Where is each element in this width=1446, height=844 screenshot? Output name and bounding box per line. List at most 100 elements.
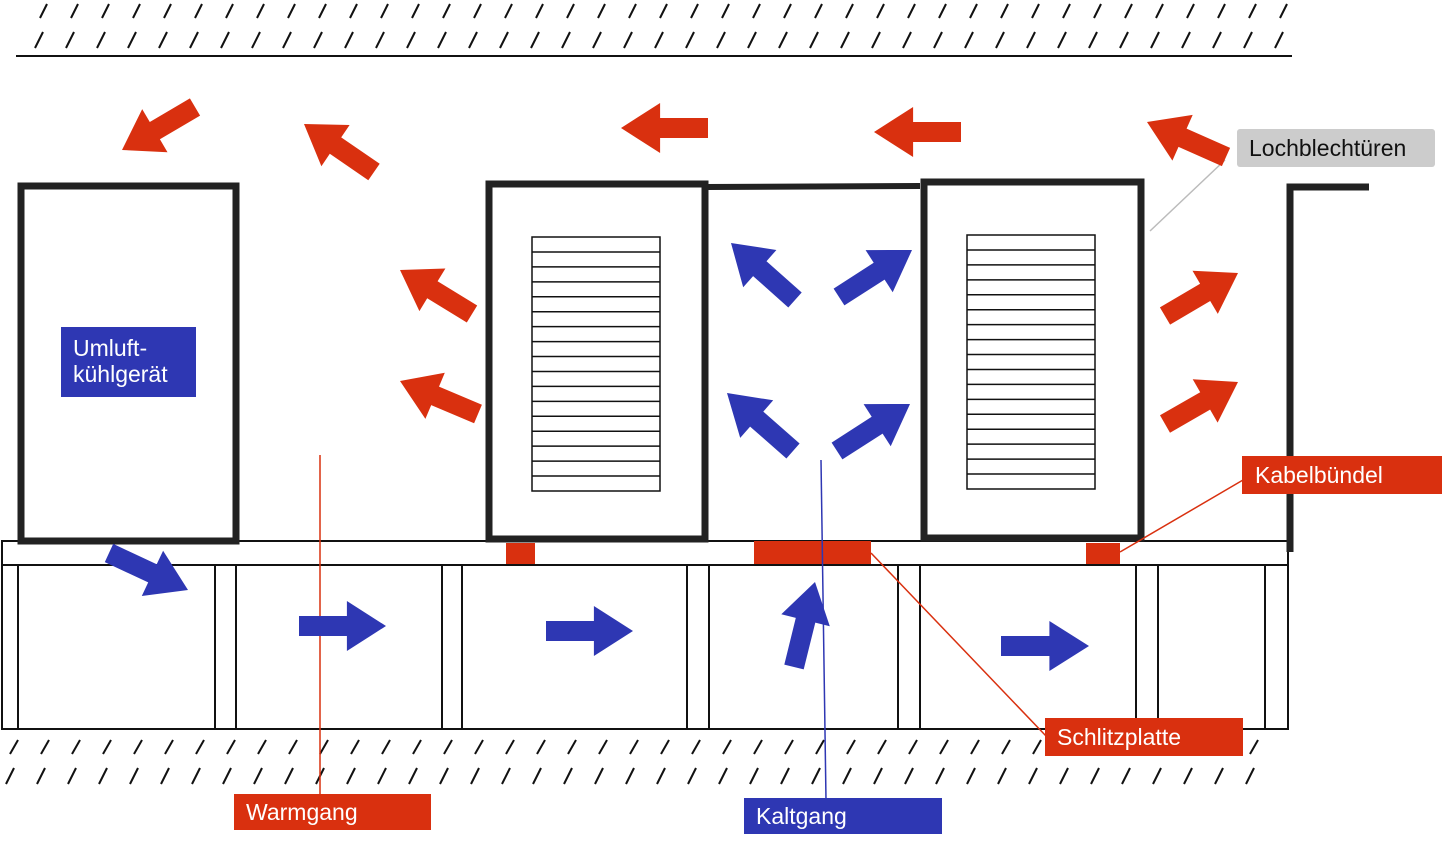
hatch-mark — [970, 739, 980, 755]
label-perforated-doors: Lochblechtüren — [1237, 129, 1435, 167]
hatch-mark — [532, 767, 542, 785]
hatch-mark — [1057, 31, 1067, 49]
cable-bundle-left — [506, 543, 535, 564]
hatch-mark — [40, 739, 50, 755]
hatch-mark — [71, 739, 81, 755]
hatch-mark — [437, 31, 447, 49]
hatch-mark — [5, 767, 15, 785]
hatch-mark — [67, 767, 77, 785]
hatch-mark — [313, 31, 323, 49]
warm-air-arrow — [400, 372, 482, 424]
cold-air-arrow — [546, 606, 633, 656]
hatch-mark — [102, 739, 112, 755]
hatch-mark — [1186, 3, 1195, 19]
hatch-mark — [659, 3, 668, 19]
hatch-mark — [1121, 767, 1131, 785]
hatch-mark — [561, 31, 571, 49]
hatch-mark — [346, 767, 356, 785]
label-cable-bundle-text: Kabelbündel — [1255, 462, 1383, 488]
hatch-mark — [36, 767, 46, 785]
rack-right-vent-grille — [966, 234, 1096, 490]
hatch-mark — [628, 3, 637, 19]
hatch-mark — [1212, 31, 1222, 49]
cold-air-arrow — [104, 543, 188, 596]
hatch-mark — [1274, 31, 1284, 49]
label-hot-aisle: Warmgang — [234, 794, 431, 830]
label-cable-bundle: Kabelbündel — [1242, 456, 1442, 494]
hatch-mark — [411, 3, 420, 19]
warm-air-arrows — [122, 98, 1238, 433]
hatch-mark — [784, 739, 794, 755]
leader-kabel — [1119, 479, 1244, 553]
hatch-mark — [349, 3, 358, 19]
hatch-mark — [470, 767, 480, 785]
hatch-mark — [160, 767, 170, 785]
warm-air-arrow — [874, 107, 961, 157]
hatch-mark — [1214, 767, 1224, 785]
hatch-mark — [938, 3, 947, 19]
hatch-mark — [70, 3, 79, 19]
hatch-mark — [504, 3, 513, 19]
hatch-mark — [747, 31, 757, 49]
hatch-mark — [718, 767, 728, 785]
hatch-mark — [220, 31, 230, 49]
hatch-mark — [935, 767, 945, 785]
hatch-mark — [876, 3, 885, 19]
hatch-mark — [380, 3, 389, 19]
hatch-mark — [412, 739, 422, 755]
hatch-mark — [1000, 3, 1009, 19]
hatch-mark — [226, 739, 236, 755]
hatch-mark — [654, 31, 664, 49]
hatch-mark — [752, 3, 761, 19]
hatch-mark — [381, 739, 391, 755]
leader-schlitz — [870, 552, 1047, 737]
grille-frame — [531, 236, 661, 492]
rack-right — [920, 178, 1145, 542]
hatch-mark — [9, 739, 19, 755]
hatch-mark — [997, 767, 1007, 785]
hatch-mark — [721, 3, 730, 19]
rack-left-vent-grille — [531, 236, 661, 492]
hatch-mark — [536, 739, 546, 755]
hatch-mark — [406, 31, 416, 49]
hatch-mark — [966, 767, 976, 785]
hatch-mark — [288, 739, 298, 755]
hatch-mark — [65, 31, 75, 49]
cooling-unit — [17, 182, 240, 545]
hatch-mark — [873, 767, 883, 785]
hatch-mark — [1093, 3, 1102, 19]
hatch-mark — [164, 739, 174, 755]
cold-air-arrow — [1001, 621, 1089, 671]
hatch-mark — [809, 31, 819, 49]
cold-aisle-roof — [705, 183, 921, 190]
hatch-mark — [687, 767, 697, 785]
hatch-mark — [778, 31, 788, 49]
hatch-mark — [623, 31, 633, 49]
hatch-mark — [1119, 31, 1129, 49]
hatch-mark — [189, 31, 199, 49]
hatch-mark — [753, 739, 763, 755]
hatch-mark — [163, 3, 172, 19]
warm-air-arrow — [1147, 114, 1231, 167]
hatch-mark — [253, 767, 263, 785]
hatch-mark — [284, 767, 294, 785]
rack-partial-right — [1286, 183, 1369, 552]
hatch-mark — [939, 739, 949, 755]
hatch-mark — [629, 739, 639, 755]
hatch-mark — [1217, 3, 1226, 19]
label-cooling-unit: Umluft- kühlgerät — [61, 327, 196, 397]
hatch-mark — [98, 767, 108, 785]
hatch-mark — [783, 3, 792, 19]
hatch-mark — [902, 31, 912, 49]
hatch-mark — [191, 767, 201, 785]
warm-air-arrow — [122, 98, 201, 153]
grille-frame — [966, 234, 1096, 490]
hatch-mark — [716, 31, 726, 49]
hatch-mark — [34, 31, 44, 49]
slotted-plate — [754, 541, 871, 564]
hatch-mark — [499, 31, 509, 49]
hatch-mark — [1001, 739, 1011, 755]
hatch-mark — [1248, 3, 1257, 19]
cold-air-arrows — [104, 243, 1089, 671]
